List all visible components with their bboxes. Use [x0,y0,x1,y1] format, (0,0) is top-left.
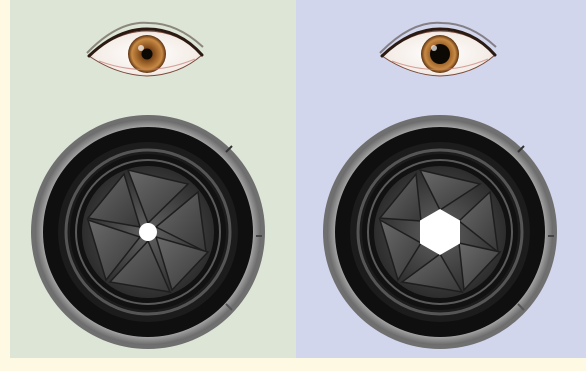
camera-aperture-icon [323,115,557,349]
camera-aperture-icon [31,115,265,349]
bottom-strip [0,358,586,371]
pupil [142,49,153,60]
aperture-opening [139,223,157,241]
